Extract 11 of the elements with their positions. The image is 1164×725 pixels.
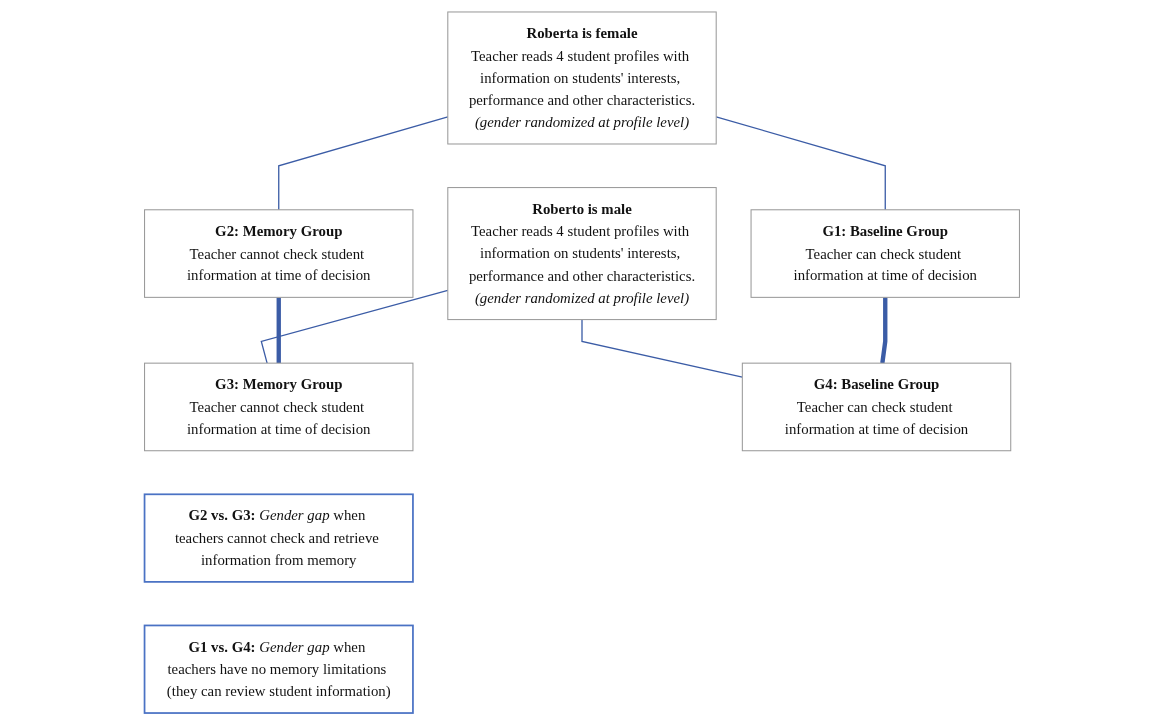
node-box: Roberta is female Teacher reads 4 student profiles with information on students' interests, performance and other characteristics. (gender randomized at profile level) [447, 11, 717, 145]
node-box: G3: Memory Group Teacher cannot check student information at time of decision [144, 362, 414, 452]
node-box: G1 vs. G4: Gender gap when teachers have no memory limitations (they can review student information) [143, 624, 414, 714]
connector [276, 297, 281, 364]
node-box: G1: Baseline Group Teacher can check student information at time of decision [750, 209, 1020, 298]
node-box: G2: Memory Group Teacher cannot check student information at time of decision [144, 209, 414, 298]
node-box: G4: Baseline Group Teacher can check student information at time of decision [741, 362, 1012, 452]
node-box: Roberto is male Teacher reads 4 student profiles with information on students' interests, performance and other characteristics. (gender randomized at profile level) [447, 187, 717, 321]
connector [880, 297, 888, 364]
connector [581, 318, 743, 378]
node-box: G2 vs. G3: Gender gap when teachers cannot check and retrieve information from memory [143, 493, 414, 583]
